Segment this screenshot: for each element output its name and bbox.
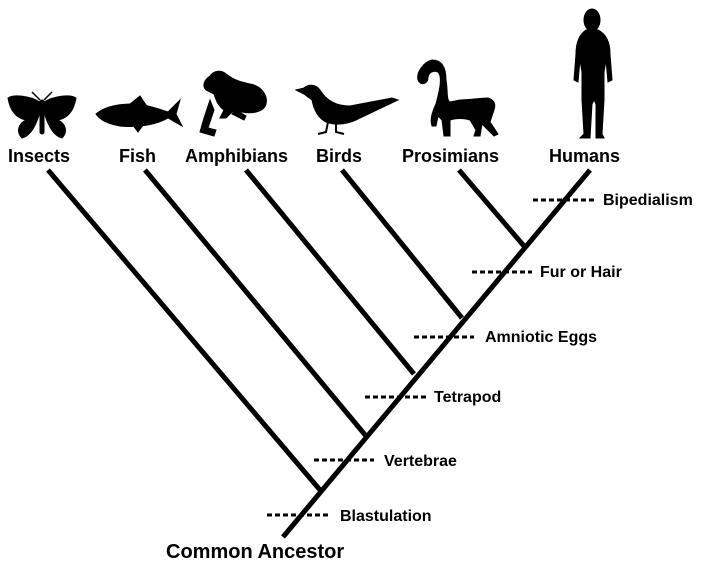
frog-icon xyxy=(200,71,266,136)
branch-prosimians xyxy=(459,170,524,246)
taxon-label-birds: Birds xyxy=(316,146,362,166)
trait-label-bipedialism: Bipedialism xyxy=(603,192,693,209)
trait-label-vertebrae: Vertebrae xyxy=(384,453,457,470)
taxon-label-amphibians: Amphibians xyxy=(185,146,288,166)
root-label: Common Ancestor xyxy=(166,541,344,563)
taxon-label-humans: Humans xyxy=(549,146,620,166)
branch-amphibians xyxy=(246,170,414,374)
trait-label-fur-or-hair: Fur or Hair xyxy=(540,264,622,281)
bird-icon xyxy=(296,85,398,134)
lemur-icon xyxy=(418,60,498,136)
taxon-label-insects: Insects xyxy=(8,146,70,166)
branch-birds xyxy=(342,170,462,318)
taxon-label-prosimians: Prosimians xyxy=(402,146,499,166)
branch-fish xyxy=(145,170,366,436)
main-trunk xyxy=(283,170,590,537)
butterfly-icon xyxy=(8,92,76,138)
taxon-label-fish: Fish xyxy=(119,146,156,166)
trait-label-amniotic-eggs: Amniotic Eggs xyxy=(485,329,597,346)
human-icon xyxy=(574,9,612,138)
trait-label-blastulation: Blastulation xyxy=(340,508,432,525)
fish-icon xyxy=(96,96,182,132)
trait-label-tetrapod: Tetrapod xyxy=(434,389,501,406)
